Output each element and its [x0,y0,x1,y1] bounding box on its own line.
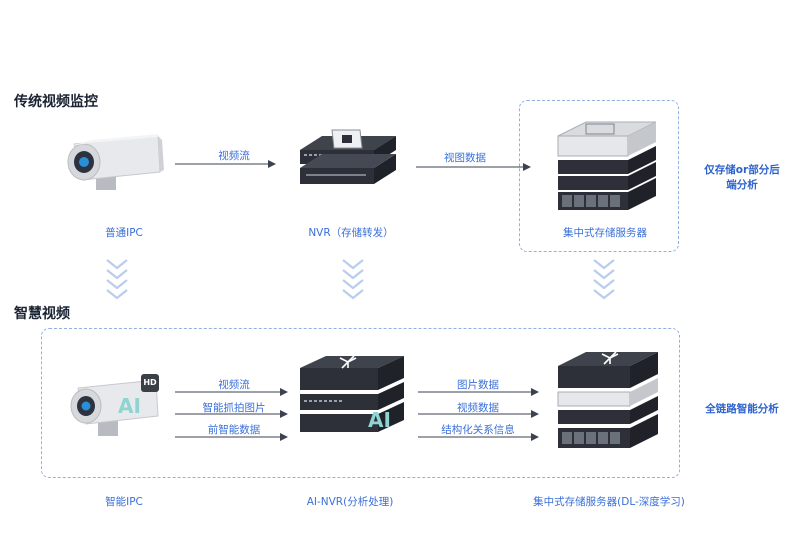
flow-label: 智能抓拍图片 [202,402,266,414]
chevron-down-icon [106,259,128,300]
device-label-storage: 集中式存储服务器 [563,227,647,239]
camera-icon [67,134,164,190]
smart-pipeline-frame [41,328,680,478]
nvr-device-icon [300,129,396,184]
smart-camera-icon [70,379,159,436]
ai-badge: AI [368,408,391,432]
device-label-ai-nvr: AI-NVR(分析处理) [306,496,394,508]
flow-label: 视频数据 [457,402,499,414]
ai-nvr-device-icon [300,355,404,432]
flow-label: 前智能数据 [207,424,261,436]
side-note-smart: 全链路智能分析 [705,403,779,415]
ai-badge: AI [118,394,141,418]
device-label-dl-storage: 集中式存储服务器(DL-深度学习) [533,496,685,508]
device-label-smart-ipc: 智能IPC [105,496,143,508]
flow-label: 结构化关系信息 [441,424,515,436]
chevron-down-icon [593,259,615,300]
section-title-smart: 智慧视频 [14,306,70,322]
flow-label: 视图数据 [444,152,486,164]
dl-storage-server-icon [557,351,658,448]
section-title-traditional: 传统视频监控 [14,94,98,110]
flow-label: 视频流 [218,379,250,391]
hd-badge: HD [141,374,159,392]
storage-frame-traditional [519,100,679,252]
side-note-traditional: 仅存储or部分后 端分析 [704,164,780,191]
device-label-nvr: NVR（存储转发） [308,227,394,239]
chevron-down-icon [342,259,364,300]
flow-label: 图片数据 [457,379,499,391]
flow-label: 视频流 [218,150,250,162]
device-label-ipc: 普通IPC [105,227,143,239]
storage-server-icon [557,121,657,210]
